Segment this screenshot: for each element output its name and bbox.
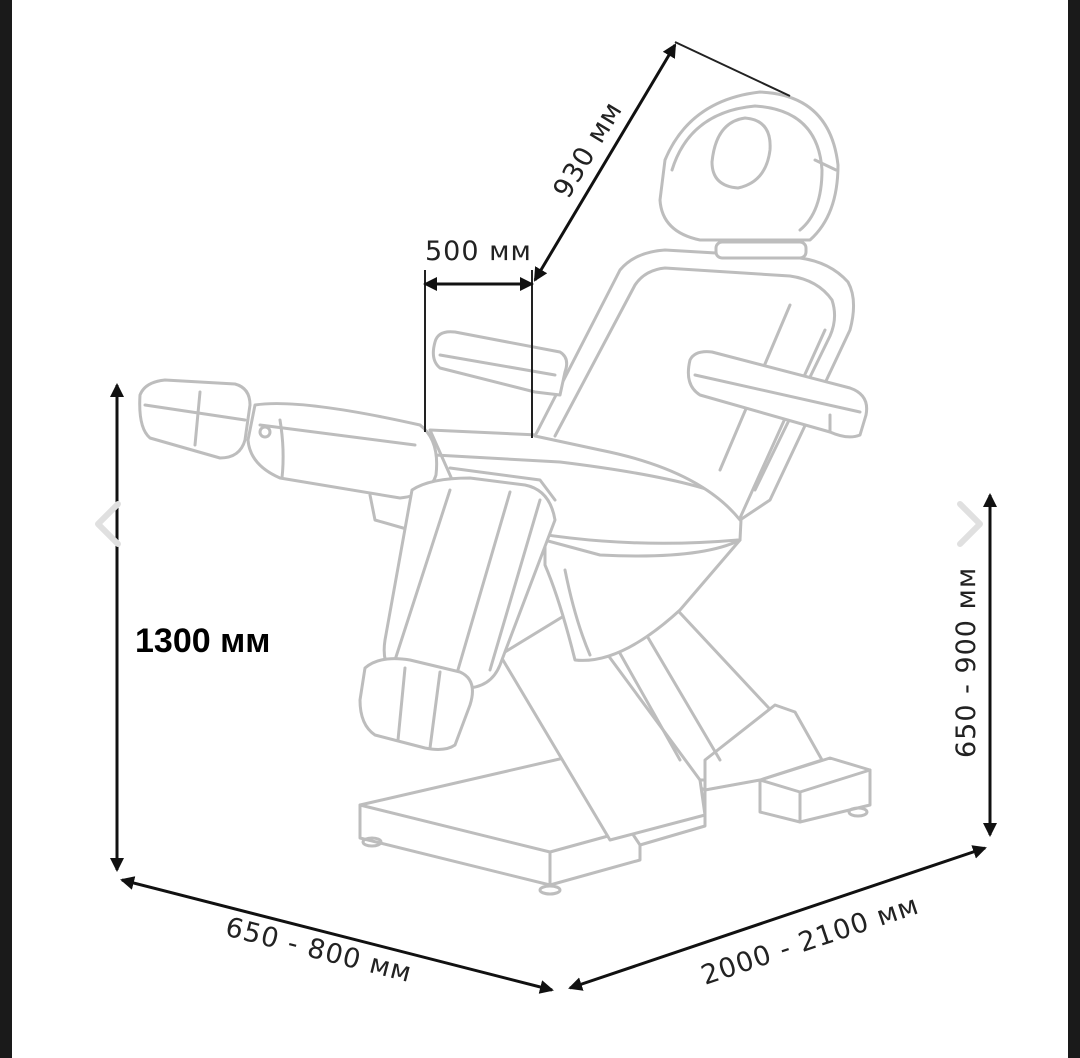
dim-armrest-gap-label: 500 мм <box>425 236 532 267</box>
next-image-button[interactable] <box>950 494 990 554</box>
dim-total-height-label: 1300 мм <box>135 622 270 660</box>
chair-armrests <box>431 330 869 439</box>
dim-width-label: 650 - 800 мм <box>222 912 415 989</box>
chevron-right-icon <box>957 501 983 547</box>
chair-legrest-horizontal <box>138 378 439 532</box>
dimension-width: 650 - 800 мм <box>120 876 554 994</box>
dimension-armrest-gap: 500 мм <box>423 236 534 438</box>
chair-drawing <box>138 90 872 896</box>
previous-image-button[interactable] <box>88 494 128 554</box>
dimension-length: 2000 - 2100 мм <box>568 845 987 992</box>
image-viewer: 1300 мм 650 - 900 мм 650 - 800 мм 2000 -… <box>12 0 1068 1058</box>
dimension-seat-height: 650 - 900 мм <box>951 493 997 837</box>
viewer-frame-left <box>0 0 12 1058</box>
dim-backrest-label: 930 мм <box>547 96 629 204</box>
viewer-frame-right <box>1068 0 1080 1058</box>
chair-dimension-diagram: 1300 мм 650 - 900 мм 650 - 800 мм 2000 -… <box>110 41 997 994</box>
chair-headrest <box>658 90 840 242</box>
dim-seat-height-label: 650 - 900 мм <box>951 567 982 758</box>
chevron-left-icon <box>95 501 121 547</box>
dim-length-label: 2000 - 2100 мм <box>697 890 923 992</box>
chair-legrest-lowered <box>358 466 557 751</box>
dimension-total-height: 1300 мм <box>110 383 270 872</box>
